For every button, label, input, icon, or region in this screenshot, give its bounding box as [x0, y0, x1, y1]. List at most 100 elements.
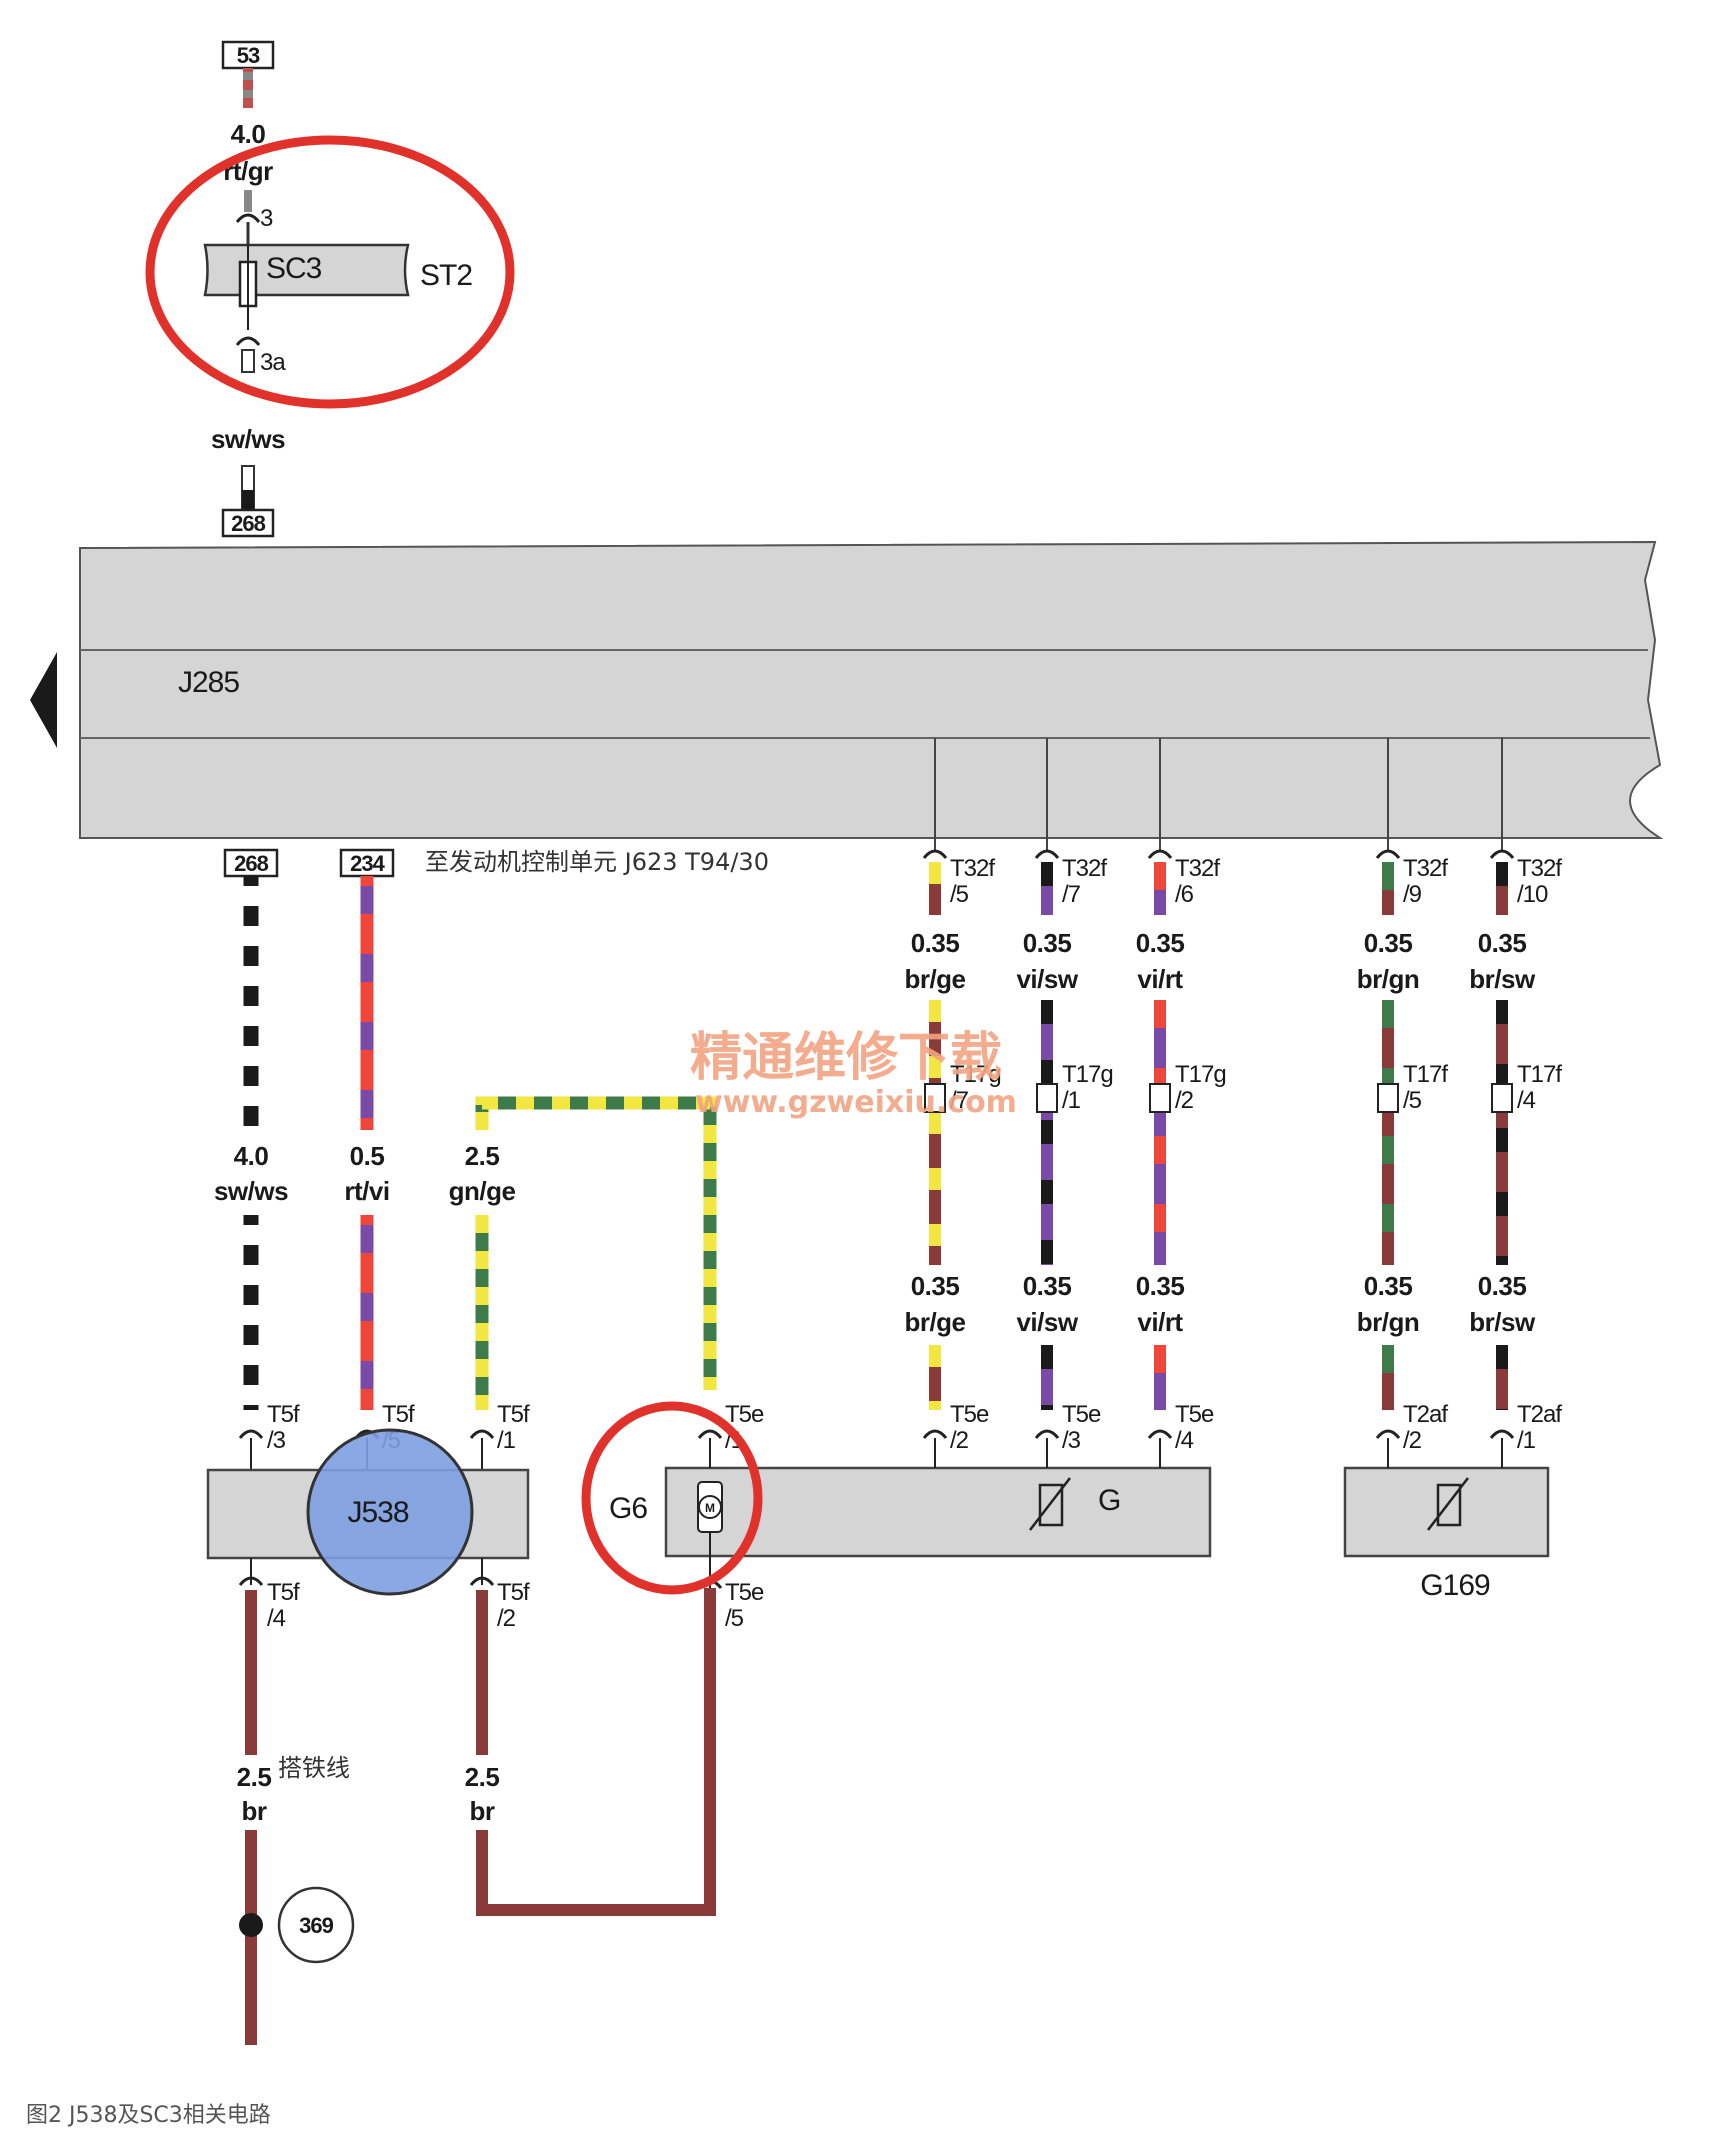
pin-3-label: 3 [260, 205, 273, 232]
t2af-1-name: T2af [1517, 1401, 1562, 1428]
ground-wire-gauge: 2.5 [237, 1762, 272, 1792]
t5e-4-pin: /4 [1175, 1427, 1194, 1454]
t17g-1-pin: /1 [1062, 1087, 1081, 1114]
wire-gn-ge-gauge: 2.5 [465, 1141, 500, 1171]
s3-gauge-bottom: 0.35 [1136, 1271, 1185, 1301]
ground-wire-color: br [242, 1796, 267, 1826]
fuse-out-color: sw/ws [211, 424, 285, 454]
ground-point-369 [277, 1886, 355, 1964]
s1-gauge-bottom: 0.35 [911, 1271, 960, 1301]
wire-ref-box-268 [223, 848, 279, 878]
t17g-1-connector [1036, 1083, 1058, 1113]
j538-label: J538 [347, 1496, 408, 1529]
s2-color-bottom: vi/sw [1016, 1307, 1078, 1337]
s3-color-bottom: vi/rt [1137, 1307, 1183, 1337]
t17f-4-pin: /4 [1517, 1087, 1536, 1114]
t5f-3-pin: /3 [267, 1427, 286, 1454]
g169-sensor-icon [1427, 1477, 1469, 1531]
watermark-url: www.gzweixiu.com [695, 1085, 1017, 1120]
t17f-4-connector [1491, 1083, 1513, 1113]
wire-234-gauge: 0.5 [350, 1141, 385, 1171]
t32f-5-name: T32f [950, 855, 995, 882]
t5f-2-name: T5f [497, 1579, 530, 1606]
s5-gauge-top: 0.35 [1478, 928, 1527, 958]
wire-ref-box-53-label: 53 [237, 43, 260, 68]
ground-junction-dot [239, 1913, 263, 1937]
t32f-7-pin: /7 [1062, 881, 1081, 908]
g169-unit [1343, 1466, 1550, 1558]
t17f-5-pin: /5 [1403, 1087, 1422, 1114]
t5e-5-name: T5e [725, 1579, 764, 1606]
t17f-4-name: T17f [1517, 1061, 1562, 1088]
ground-wire-g6 [476, 1588, 716, 1916]
box-268-top-label: 268 [231, 511, 265, 536]
wire-gn-ge-color: gn/ge [449, 1176, 516, 1206]
figure-caption: 图2 J538及SC3相关电路 [26, 2103, 271, 2128]
t32f-10-pin: /10 [1517, 881, 1548, 908]
s3-gauge-top: 0.35 [1136, 928, 1185, 958]
box-234-label: 234 [350, 851, 385, 876]
t5e-2-pin: /2 [950, 1427, 969, 1454]
j285-control-unit-panel [79, 540, 1664, 839]
wire-ref-box-234 [339, 848, 395, 878]
t5f-3-name: T5f [267, 1401, 300, 1428]
t5f-1-name: T5f [497, 1401, 530, 1428]
g6-ground-gauge: 2.5 [465, 1762, 500, 1792]
s4-gauge-top: 0.35 [1364, 928, 1413, 958]
t17f-5-connector [1377, 1083, 1399, 1113]
t5f-1-pin: /1 [497, 1427, 516, 1454]
t5f-4-name: T5f [267, 1579, 300, 1606]
t32f-6-name: T32f [1175, 855, 1220, 882]
pin-3-connector [235, 213, 261, 223]
s4-color-bottom: br/gn [1357, 1307, 1420, 1337]
t2af-1-pin: /1 [1517, 1427, 1536, 1454]
wire-268-color: sw/ws [214, 1176, 288, 1206]
wire-234-color: rt/vi [344, 1176, 389, 1206]
g169-label: G169 [1420, 1569, 1490, 1602]
t5e-3-name: T5e [1062, 1401, 1101, 1428]
g6-label: G6 [609, 1492, 647, 1525]
ground-wire-text: 搭铁线 [278, 1754, 350, 1782]
motor-symbol-label: M [705, 1501, 715, 1515]
t5e-2-name: T5e [950, 1401, 989, 1428]
t5e-5-pin: /5 [725, 1605, 744, 1632]
t5e-3-pin: /3 [1062, 1427, 1081, 1454]
fuse-wire-gauge: 4.0 [231, 119, 266, 149]
t17g-1-name: T17g [1062, 1061, 1113, 1088]
t17g-7-name: T17g [950, 1061, 1001, 1088]
t5e-1-name: T5e [725, 1401, 764, 1428]
s5-color-top: br/sw [1469, 964, 1536, 994]
highlight-ring-fuse [145, 135, 515, 409]
to-ecu-label: 至发动机控制单元 J623 T94/30 [425, 848, 769, 876]
t32f-9-name: T32f [1403, 855, 1448, 882]
s4-gauge-bottom: 0.35 [1364, 1271, 1413, 1301]
t17g-7-connector [924, 1083, 946, 1113]
t2af-2-name: T2af [1403, 1401, 1448, 1428]
t17g-7-pin: /7 [950, 1087, 969, 1114]
wire-gn-ge [475, 1096, 717, 1410]
t17f-5-name: T17f [1403, 1061, 1448, 1088]
pin-3a-label: 3a [260, 349, 286, 376]
t32f-9-pin: /9 [1403, 881, 1422, 908]
t32f-7-name: T32f [1062, 855, 1107, 882]
t5e-4-name: T5e [1175, 1401, 1214, 1428]
t32f-5-pin: /5 [950, 881, 969, 908]
j285-arrow-icon [30, 652, 57, 748]
st2-label: ST2 [420, 259, 472, 292]
t17g-2-pin: /2 [1175, 1087, 1194, 1114]
s1-color-bottom: br/ge [904, 1307, 965, 1337]
s2-gauge-top: 0.35 [1023, 928, 1072, 958]
box-268-label: 268 [234, 851, 268, 876]
t5f-5-name: T5f [382, 1401, 415, 1428]
wire-268-gauge: 4.0 [234, 1141, 269, 1171]
s4-color-top: br/gn [1357, 964, 1420, 994]
j285-label: J285 [178, 666, 239, 699]
t32f-10-name: T32f [1517, 855, 1562, 882]
t5f-2-pin: /2 [497, 1605, 516, 1632]
s1-gauge-top: 0.35 [911, 928, 960, 958]
t17g-2-connector [1149, 1083, 1171, 1113]
s5-color-bottom: br/sw [1469, 1307, 1536, 1337]
t17g-2-name: T17g [1175, 1061, 1226, 1088]
s2-gauge-bottom: 0.35 [1023, 1271, 1072, 1301]
